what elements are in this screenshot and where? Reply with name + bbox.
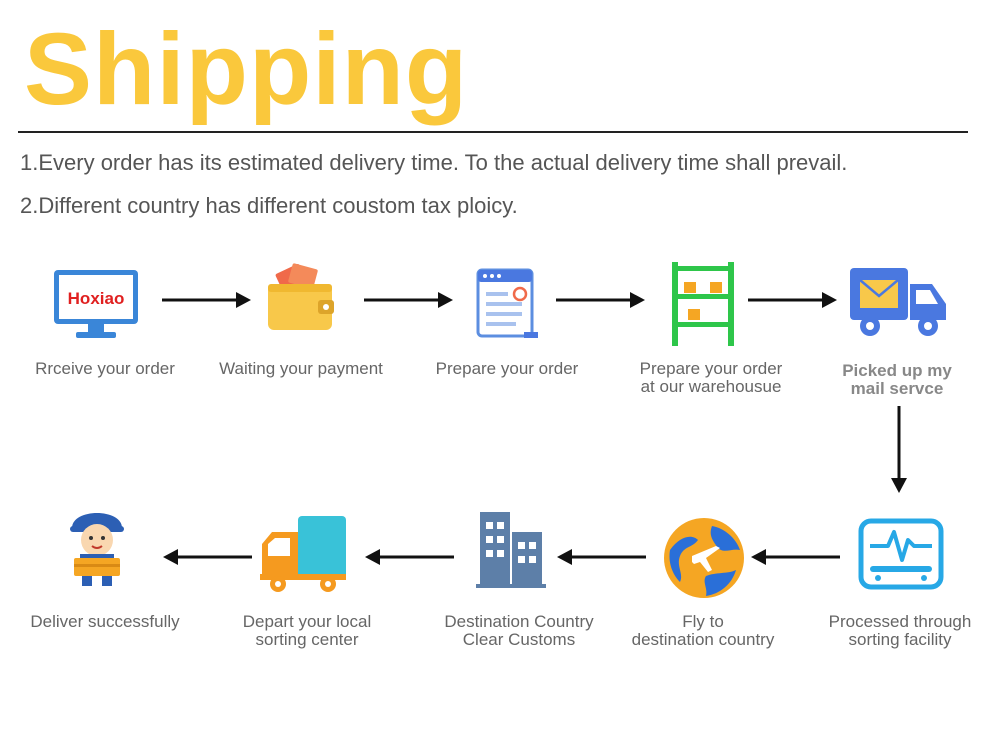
computer-monitor-icon: Hoxiao	[54, 270, 138, 338]
note-delivery-time: 1.Every order has its estimated delivery…	[20, 150, 848, 175]
arrow-left-1	[751, 549, 840, 565]
step-label-waiting-payment: Waiting your payment	[219, 359, 383, 378]
customs-building-icon	[476, 512, 546, 588]
step-label-deliver-successfully: Deliver successfully	[30, 612, 180, 631]
arrow-left-2	[557, 549, 646, 565]
step-label-picked-up: Picked up my mail servce	[842, 361, 952, 398]
arrow-down	[891, 406, 907, 493]
step-label-receive-order: Rrceive your order	[35, 359, 175, 378]
courier-icon	[70, 513, 124, 586]
arrow-left-4	[163, 549, 252, 565]
delivery-truck-icon	[260, 516, 346, 592]
wallet-icon	[268, 263, 334, 330]
step-label-sorting-facility: Processed through sorting facility	[828, 612, 972, 649]
step-label-prepare-order: Prepare your order	[435, 359, 579, 378]
brand-text: Hoxiao	[68, 289, 125, 308]
arrow-right-1	[162, 292, 251, 308]
arrow-right-2	[364, 292, 453, 308]
note-custom-tax: 2.Different country has different cousto…	[20, 193, 518, 218]
step-label-local-sorting: Depart your local sorting center	[242, 612, 372, 649]
step-label-fly-destination: Fly to destination country	[631, 612, 775, 649]
title-divider	[18, 131, 968, 133]
step-label-warehouse: Prepare your order at our warehousue	[639, 359, 783, 396]
arrow-right-3	[556, 292, 645, 308]
mail-truck-icon	[850, 268, 946, 336]
page-title: Shipping	[24, 12, 469, 126]
arrow-right-4	[748, 292, 837, 308]
globe-plane-icon	[664, 518, 744, 598]
warehouse-shelf-icon	[672, 262, 734, 346]
arrow-left-3	[365, 549, 454, 565]
document-icon	[476, 268, 538, 338]
sorting-machine-icon	[858, 518, 944, 590]
step-label-clear-customs: Destination Country Clear Customs	[444, 612, 594, 649]
